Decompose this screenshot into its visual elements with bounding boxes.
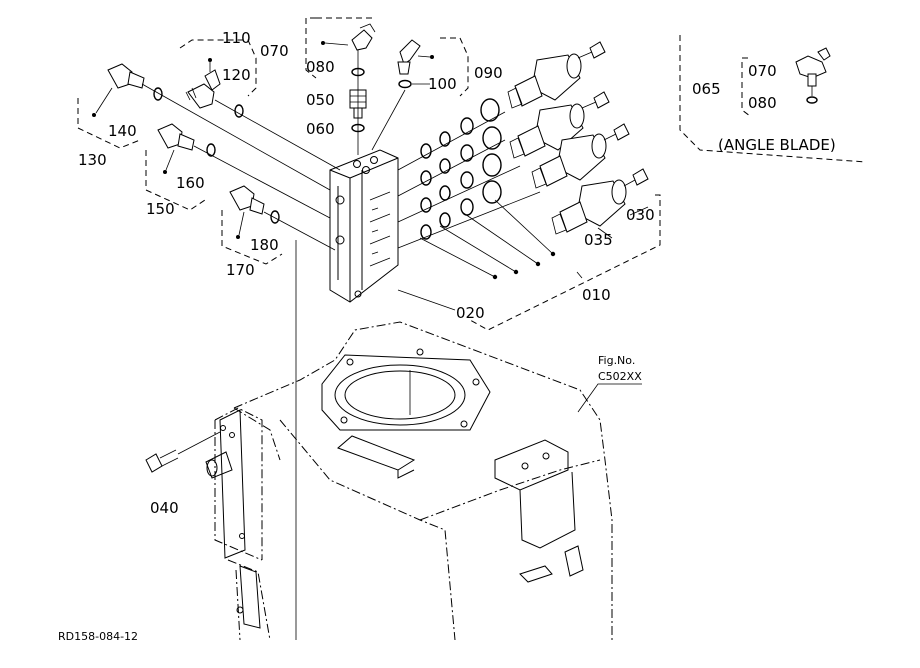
label-010: 010	[582, 286, 611, 304]
label-inset-080: 080	[748, 94, 777, 112]
bolt-040	[145, 431, 221, 473]
elbow-fitting-160	[157, 123, 331, 219]
machine-frame	[205, 321, 613, 641]
label-160: 160	[176, 174, 205, 192]
angle-blade-note: (ANGLE BLADE)	[718, 136, 836, 154]
assembly-lines	[397, 111, 556, 280]
label-inset-070: 070	[748, 62, 777, 80]
label-130: 130	[78, 151, 107, 169]
bracket-090	[440, 37, 469, 97]
label-100: 100	[428, 75, 457, 93]
solenoid-valve-3	[531, 123, 630, 189]
label-065: 065	[692, 80, 721, 98]
label-170: 170	[226, 261, 255, 279]
angle-blade-inset	[679, 35, 867, 163]
elbow-fitting-140	[92, 63, 331, 191]
fitting-090	[397, 39, 434, 75]
bracket-070	[305, 17, 317, 79]
label-110: 110	[222, 29, 251, 47]
figure-number: C502XX	[598, 370, 642, 383]
valve-block	[329, 149, 399, 303]
label-140: 140	[108, 122, 137, 140]
label-035: 035	[584, 231, 613, 249]
fitting-070	[321, 23, 376, 51]
solenoid-valve-1	[507, 41, 606, 109]
bracket-010	[469, 194, 661, 331]
label-040: 040	[150, 499, 179, 517]
label-030: 030	[626, 206, 655, 224]
drawing-code: RD158-084-12	[58, 630, 138, 643]
label-180: 180	[250, 236, 279, 254]
label-050: 050	[306, 91, 335, 109]
bracket-110	[179, 39, 257, 97]
o-ring-group	[420, 98, 502, 240]
label-120: 120	[222, 66, 251, 84]
figure-label: Fig.No.	[598, 354, 635, 367]
label-150: 150	[146, 200, 175, 218]
bracket-150	[145, 150, 206, 211]
label-020: 020	[456, 304, 485, 322]
elbow-fitting-120	[185, 58, 341, 171]
label-080: 080	[306, 58, 335, 76]
label-070: 070	[260, 42, 289, 60]
elbow-fitting-180	[229, 185, 336, 251]
label-090: 090	[474, 64, 503, 82]
solenoid-valve-2	[509, 91, 610, 159]
o-ring-100	[398, 79, 412, 89]
solenoid-valve-4	[551, 168, 649, 235]
bracket-170	[221, 210, 283, 265]
bracket-130	[77, 98, 141, 149]
label-060: 060	[306, 120, 335, 138]
